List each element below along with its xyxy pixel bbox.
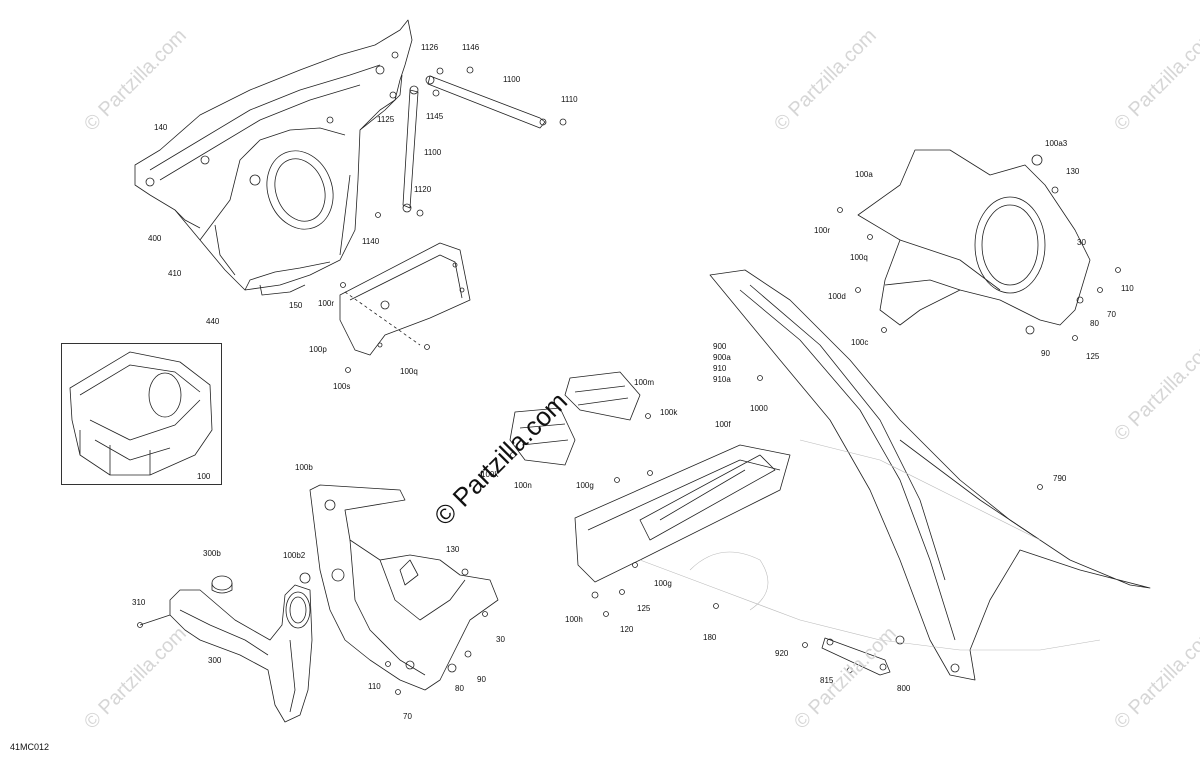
part-label[interactable]: 100r [814, 226, 831, 235]
part-label[interactable]: 100q [400, 367, 418, 376]
part-label[interactable]: 100 [197, 472, 211, 481]
side-frame-left [137, 575, 313, 723]
support-rods [375, 66, 567, 218]
part-label[interactable]: 1000 [750, 404, 768, 413]
part-label[interactable]: 410 [168, 269, 182, 278]
part-label[interactable]: 70 [1107, 310, 1116, 319]
part-label[interactable]: 100k [660, 408, 678, 417]
part-label[interactable]: 1146 [462, 43, 480, 52]
part-label[interactable]: 920 [775, 649, 789, 658]
part-label[interactable]: 100b [295, 463, 313, 472]
part-label[interactable]: 100d [828, 292, 846, 301]
part-label[interactable]: 100g [654, 579, 672, 588]
part-label[interactable]: 100k [481, 470, 499, 479]
center-lower-frame [299, 484, 499, 695]
part-label[interactable]: 1140 [362, 237, 380, 246]
inset-frame-view [69, 351, 213, 476]
part-label[interactable]: 140 [154, 123, 168, 132]
part-label[interactable]: 1110 [561, 95, 578, 104]
inset-box [61, 343, 222, 485]
part-label[interactable]: 310 [132, 598, 146, 607]
part-label[interactable]: 1120 [414, 185, 432, 194]
part-label[interactable]: 300b [203, 549, 221, 558]
part-label[interactable]: 80 [455, 684, 464, 693]
part-label[interactable]: 100p [309, 345, 327, 354]
part-label[interactable]: 100q [850, 253, 868, 262]
part-label[interactable]: 910a [713, 375, 731, 384]
part-label[interactable]: 30 [496, 635, 505, 644]
part-label[interactable]: 100f [715, 420, 731, 429]
part-label[interactable]: 110 [368, 682, 381, 691]
part-label[interactable]: 1125 [377, 115, 395, 124]
part-label[interactable]: 900 [713, 342, 727, 351]
part-label[interactable]: 180 [703, 633, 717, 642]
part-label[interactable]: 150 [289, 301, 303, 310]
part-label[interactable]: 1126 [421, 43, 439, 52]
mid-brackets [509, 371, 651, 466]
part-label[interactable]: 80 [1090, 319, 1099, 328]
part-label[interactable]: 100n [514, 481, 532, 490]
part-label[interactable]: 100g [576, 481, 594, 490]
part-label[interactable]: 790 [1053, 474, 1067, 483]
part-label[interactable]: 400 [148, 234, 162, 243]
part-label[interactable]: 120 [620, 625, 634, 634]
bottom-link [802, 637, 891, 676]
part-label[interactable]: 30 [1077, 238, 1086, 247]
part-label[interactable]: 100a3 [1045, 139, 1068, 148]
cover-plate [339, 242, 471, 373]
floor-panel [574, 444, 791, 617]
side-rail-arm [709, 269, 1151, 681]
part-label[interactable]: 90 [1041, 349, 1050, 358]
part-label[interactable]: 1100 [424, 148, 442, 157]
part-label[interactable]: 800 [897, 684, 911, 693]
part-label[interactable]: 125 [637, 604, 651, 613]
part-label[interactable]: 815 [820, 676, 834, 685]
part-label[interactable]: 130 [446, 545, 460, 554]
part-label[interactable]: 100m [634, 378, 655, 387]
part-label[interactable]: 100a [855, 170, 873, 179]
part-label[interactable]: 125 [1086, 352, 1100, 361]
front-frame-assembly [134, 19, 413, 296]
diagram-code: 41MC012 [10, 742, 50, 752]
part-label[interactable]: 90 [477, 675, 486, 684]
part-label[interactable]: 440 [206, 317, 220, 326]
background-vehicle-outline [639, 439, 1101, 651]
part-label[interactable]: 100r [318, 299, 335, 308]
rear-frame-right [837, 149, 1121, 341]
part-label[interactable]: 130 [1066, 167, 1080, 176]
part-label[interactable]: 1100 [503, 75, 521, 84]
part-label[interactable]: 1145 [426, 112, 444, 121]
part-label[interactable]: 100h [565, 615, 583, 624]
part-label[interactable]: 910 [713, 364, 727, 373]
part-label[interactable]: 300 [208, 656, 222, 665]
part-label[interactable]: 100c [851, 338, 869, 347]
part-label[interactable]: 110 [1121, 284, 1134, 293]
part-label[interactable]: 100b2 [283, 551, 306, 560]
part-label[interactable]: 900a [713, 353, 731, 362]
part-label[interactable]: 70 [403, 712, 412, 721]
part-label[interactable]: 100s [333, 382, 351, 391]
